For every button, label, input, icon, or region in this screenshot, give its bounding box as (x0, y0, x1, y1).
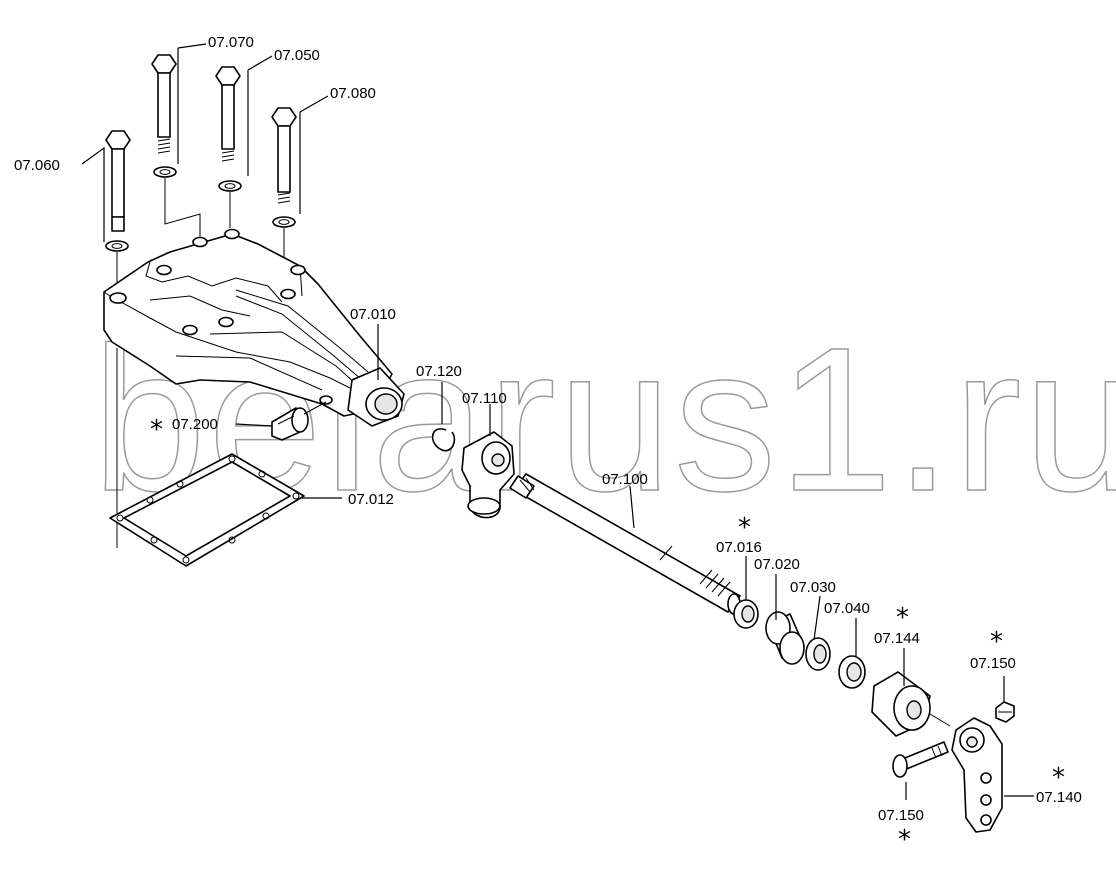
label-07016: 07.016 (716, 539, 762, 556)
bushing-07144 (871, 671, 951, 737)
marker-07140: * (1052, 763, 1065, 793)
label-07150-bolt: 07.150 (878, 807, 924, 824)
bolt-07080 (271, 107, 297, 228)
sensor-07200 (271, 401, 327, 441)
part-labels: 07.070 07.050 07.080 07.060 07.010 07.12… (14, 34, 1082, 824)
bolt-07060 (105, 130, 131, 252)
marker-07150-nut: * (990, 627, 1003, 657)
bolt-07050 (215, 66, 242, 192)
asterisk-markers: * * * * * * (150, 415, 1065, 855)
label-07080: 07.080 (330, 85, 376, 102)
arm-07140 (951, 717, 1003, 833)
label-07140: 07.140 (1036, 789, 1082, 806)
shaft-07100 (509, 473, 741, 615)
label-07070: 07.070 (208, 34, 254, 51)
label-07010: 07.010 (350, 306, 396, 323)
label-07200: 07.200 (172, 416, 218, 433)
label-07040: 07.040 (824, 600, 870, 617)
circlip-07120 (431, 428, 456, 452)
gasket-07012 (109, 453, 305, 567)
label-07030: 07.030 (790, 579, 836, 596)
leader-lines (81, 43, 1034, 800)
marker-07150-bolt: * (898, 825, 911, 855)
bearing-07040 (838, 655, 866, 689)
label-07020: 07.020 (754, 556, 800, 573)
bolt-07150 (892, 741, 949, 778)
nut-07150 (995, 701, 1015, 723)
label-07144: 07.144 (874, 630, 920, 647)
label-07012: 07.012 (348, 491, 394, 508)
ring-07030 (805, 637, 831, 671)
seal-07016 (733, 599, 759, 629)
marker-07200: * (150, 415, 163, 445)
housing-07010 (103, 228, 405, 427)
lever-07110 (461, 431, 515, 519)
label-07110: 07.110 (462, 390, 507, 407)
label-07060: 07.060 (14, 157, 60, 174)
marker-07016: * (738, 513, 751, 543)
label-07150-nut: 07.150 (970, 655, 1016, 672)
bolt-07070 (151, 54, 177, 178)
label-07100: 07.100 (602, 471, 648, 488)
bushing-07020 (765, 611, 805, 665)
label-07120: 07.120 (416, 363, 462, 380)
marker-07144: * (896, 603, 909, 633)
label-07050: 07.050 (274, 47, 320, 64)
